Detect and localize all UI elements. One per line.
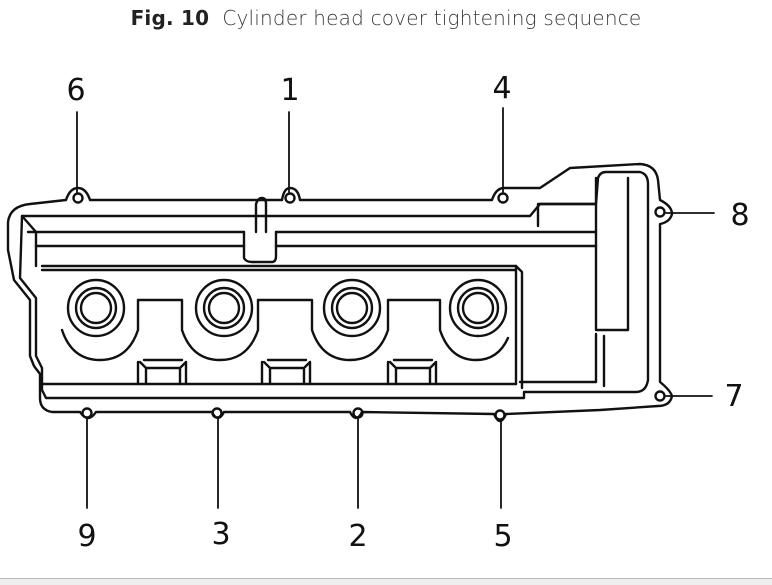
bolt-hole-7	[654, 390, 666, 402]
sequence-label-9: 9	[77, 519, 96, 554]
figure-caption-text: Cylinder head cover tightening sequence	[222, 6, 642, 30]
cover-inner-outline	[18, 170, 650, 400]
cover-body	[40, 264, 524, 390]
sequence-label-6: 6	[66, 73, 85, 108]
sequence-label-1: 1	[280, 73, 299, 108]
cover-outer-outline	[6, 162, 674, 423]
bolt-hole-1	[284, 192, 296, 204]
spark-plug-well	[66, 278, 126, 338]
bolt-hole-3	[211, 407, 223, 419]
bolt-hole-5	[494, 409, 506, 421]
sequence-label-8: 8	[730, 198, 749, 233]
sequence-label-5: 5	[493, 519, 512, 554]
bolt-hole-8	[654, 206, 666, 218]
bolt-hole-9	[81, 407, 93, 419]
cover-lug	[260, 358, 312, 386]
spark-plug-well	[448, 278, 508, 338]
figure-label: Fig. 10	[130, 6, 210, 30]
cover-lug	[386, 358, 438, 386]
corner-bevel	[20, 214, 38, 234]
bolt-hole-2	[352, 407, 364, 419]
sequence-label-4: 4	[492, 71, 511, 106]
plug-well-baffle	[60, 298, 510, 362]
spark-plug-well	[322, 278, 382, 338]
sequence-label-7: 7	[724, 379, 743, 414]
breather-nub	[242, 196, 278, 264]
cover-lug	[136, 358, 188, 386]
right-channel	[518, 176, 630, 388]
bolt-hole-6	[72, 192, 84, 204]
bottom-scroll-bar	[0, 578, 772, 585]
sequence-label-2: 2	[348, 519, 367, 554]
figure-caption: Fig. 10 Cylinder head cover tightening s…	[0, 6, 772, 30]
spark-plug-well	[194, 278, 254, 338]
bolt-hole-4	[497, 192, 509, 204]
sequence-label-3: 3	[211, 517, 230, 552]
